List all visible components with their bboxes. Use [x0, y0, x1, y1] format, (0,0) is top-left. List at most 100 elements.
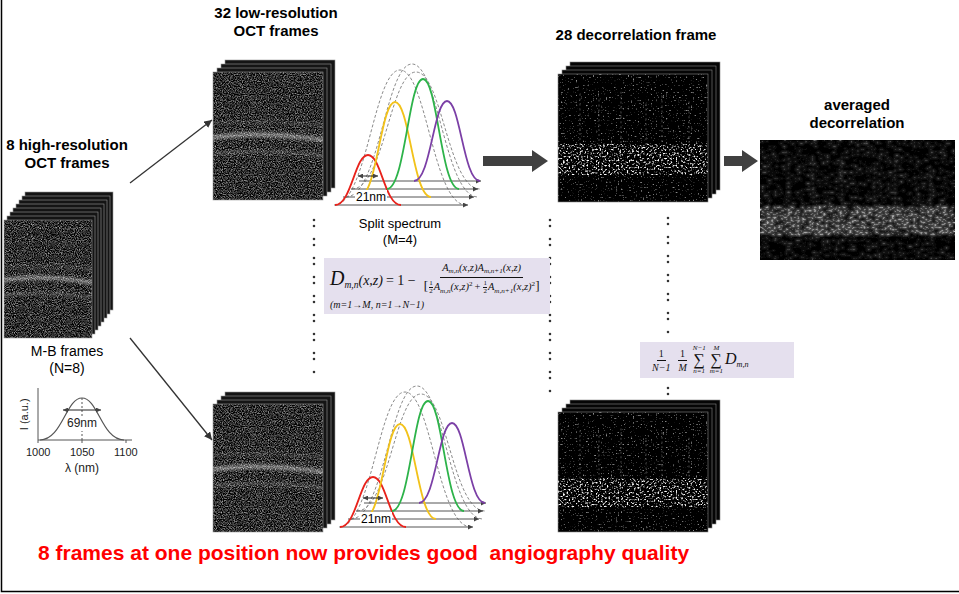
oct-frame — [211, 404, 325, 532]
spectrum-label: Split spectrum (M=4) — [345, 216, 455, 247]
summation: N−1∑n=1 — [693, 345, 706, 375]
ellipsis-dots-part — [313, 220, 316, 376]
denominator: N−1 — [650, 361, 672, 373]
flow-arrow — [130, 120, 212, 183]
denominator: M — [676, 361, 688, 373]
formula-term: = 1 − — [386, 273, 416, 288]
formula-term: 2 — [429, 288, 433, 295]
formula-term: m=1 — [710, 368, 723, 375]
formula-range: (m=1→M, n=1→N−1) — [330, 299, 544, 310]
numerator: 1 — [678, 348, 687, 361]
source-spectrum-plot-part — [38, 388, 132, 440]
spectrum-plot: 21nm — [338, 384, 488, 534]
formula-term: (x,z) — [451, 281, 469, 292]
formula-term: ∑ — [694, 352, 705, 368]
formula-term: A — [488, 281, 494, 292]
formula-term: (m=1→M, n=1→N−1) — [330, 299, 424, 310]
bandwidth-label: 69nm — [66, 417, 98, 431]
bandwidth-label: 21nm — [355, 190, 387, 204]
ellipsis-dots-part — [667, 218, 670, 334]
formula-term: m,n+1 — [484, 267, 503, 275]
formula-box: Dm,n(x,z)= 1 −Am,n(x,z)Am,n+1(x,z)[12Am,… — [324, 258, 550, 314]
block-arrow — [724, 150, 758, 172]
source-spectrum-plot — [38, 388, 132, 443]
formula-term: 1 — [659, 348, 664, 359]
formula-term: ∑ — [711, 352, 722, 368]
spectrum-plot: 21nmSplit spectrum (M=4) — [333, 62, 483, 254]
tick-label: 1000 — [26, 446, 50, 459]
formula-term: N−1 — [652, 362, 670, 373]
formula-term: m,n — [344, 280, 358, 290]
half-fraction: 12 — [429, 280, 433, 295]
formula-row: Dm,n(x,z)= 1 −Am,n(x,z)Am,n+1(x,z)[12Am,… — [330, 262, 544, 296]
image-stack: 32 low-resolution OCT frames — [212, 4, 340, 204]
source-spectrum-plot-part — [40, 398, 124, 440]
oct-frame — [211, 72, 325, 200]
averaged-image — [760, 140, 955, 260]
formula-term: N−1 — [693, 345, 706, 352]
source-spectrum-plot-part — [38, 440, 126, 443]
formula-lhs: Dm,n(x,z)= 1 − — [330, 267, 420, 291]
tick-label: 1050 — [70, 446, 94, 459]
ellipsis-dots — [314, 218, 668, 396]
formula-term: (x,z) — [358, 273, 383, 288]
formula-term: + — [475, 281, 481, 292]
frame-outline — [558, 412, 708, 532]
split-arrow — [130, 338, 212, 440]
denominator: [12Am,n(x,z)2+12Am,n+1(x,z)2] — [422, 278, 542, 295]
frame-outline — [213, 72, 323, 200]
formula-term: (x,z) — [503, 262, 521, 273]
numerator: Am,n(x,z)Am,n+1(x,z) — [440, 262, 523, 278]
oct-frame — [2, 220, 93, 338]
source-spectrum-plot-part — [63, 410, 101, 411]
formula-term: (x,z) — [459, 262, 477, 273]
split-spectrum-chart — [339, 386, 486, 527]
fraction: 1N−1 — [650, 348, 672, 373]
averaged-image-part — [760, 140, 955, 260]
axis-label: I (a.u.) — [18, 398, 31, 430]
bandwidth-label: 21nm — [360, 512, 392, 526]
formula-term: M — [678, 362, 686, 373]
decorrelation-frame — [558, 74, 708, 202]
formula-term: n=1 — [693, 368, 705, 375]
formula-row: 1N−11MN−1∑n=1M∑m=1Dm,n — [648, 345, 749, 375]
ellipsis-dots-part — [667, 388, 670, 396]
formula-term: [ — [424, 278, 428, 293]
formula-term: m,n — [440, 287, 451, 295]
formula-term: 1 — [680, 348, 685, 359]
formula-term: D — [725, 350, 737, 367]
stack-heading: 32 low-resolution OCT frames — [212, 4, 340, 40]
stack-heading: 8 high-resolution OCT frames — [4, 136, 130, 172]
half-fraction: 12 — [483, 280, 487, 295]
image-stack: 8 high-resolution OCT framesM-B frames (… — [4, 136, 130, 386]
formula-term: (x,z) — [513, 281, 531, 292]
formula-term: ] — [535, 278, 539, 293]
formula-term: 2 — [483, 288, 487, 295]
formula-term: D — [330, 267, 344, 289]
fraction: Am,n(x,z)Am,n+1(x,z)[12Am,n(x,z)2+12Am,n… — [422, 262, 542, 296]
conclusion-note: 8 frames at one position now provides go… — [38, 540, 689, 565]
numerator: 1 — [657, 348, 666, 361]
formula-term: M — [713, 345, 719, 352]
formula-box: 1N−11MN−1∑n=1M∑m=1Dm,n — [640, 342, 794, 378]
formula-term: m,n — [737, 360, 749, 369]
tick-label: 1100 — [114, 446, 138, 459]
frame-outline — [558, 74, 708, 202]
stack-heading: 28 decorrelation frame — [548, 26, 724, 44]
frame-outline — [213, 404, 323, 532]
axis-label: λ (nm) — [65, 462, 99, 476]
formula-term: m,n+1 — [494, 287, 513, 295]
formula-term: A — [477, 262, 483, 273]
formula-term: m,n — [449, 267, 460, 275]
formula-term: 1 — [429, 280, 433, 288]
formula-term: 2 — [532, 280, 536, 288]
summation: M∑m=1 — [710, 345, 723, 375]
formula-term: A — [442, 262, 448, 273]
averaged-image-part — [760, 140, 955, 260]
fraction: 1M — [676, 348, 688, 373]
formula-term-group: Dm,n — [725, 350, 749, 370]
formula-term: 2 — [469, 280, 473, 288]
decorrelation-frame — [558, 412, 708, 532]
